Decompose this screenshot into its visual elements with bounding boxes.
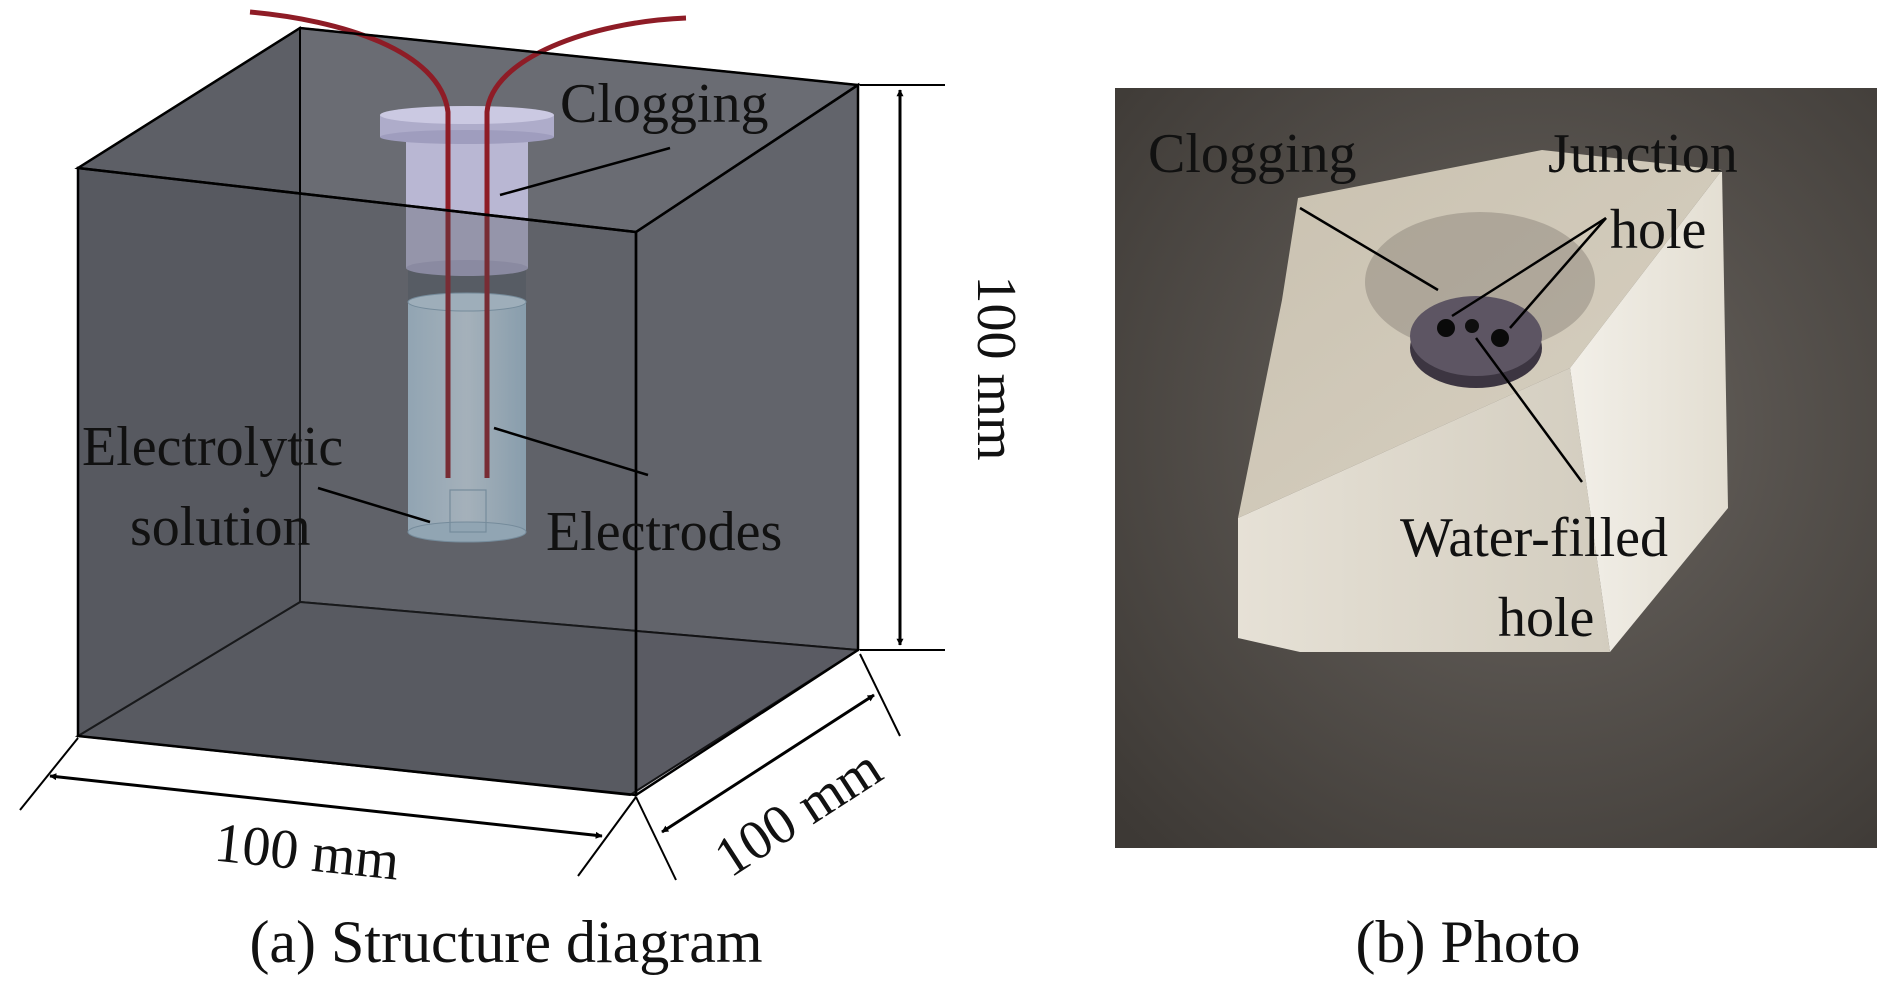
dim-width-tick-left <box>19 737 79 811</box>
structure-diagram: Clogging Electrolytic solution Electrode… <box>19 9 1027 975</box>
photo-leader-junction-left <box>1451 216 1607 318</box>
electrolyte-cylinder <box>407 268 527 543</box>
label-dim-width: 100 mm <box>212 812 403 893</box>
photo-leader-junction-right <box>1509 217 1607 329</box>
dim-width-arrow <box>49 773 603 839</box>
caption-photo: (b) Photo <box>1356 909 1581 975</box>
photo-label-junction-1: Junction <box>1548 123 1738 185</box>
caption-structure-diagram: (a) Structure diagram <box>249 909 762 975</box>
photo-label-water-filled-1: Water-filled <box>1400 507 1668 569</box>
cube-front-face <box>76 166 638 797</box>
photo-junction-hole-left <box>1437 319 1455 337</box>
dim-depth-tick-front <box>635 796 677 881</box>
photo-leader-clogging <box>1299 206 1439 292</box>
label-electrolytic-1: Electrolytic <box>82 416 343 478</box>
photo-leader-water-filled <box>1474 337 1584 483</box>
specimen-photo: Clogging Junction hole Water-filled hole… <box>1115 88 1877 975</box>
dim-depth-arrow <box>661 693 875 834</box>
dim-width-tick-right <box>577 796 637 877</box>
photo-label-water-filled-2: hole <box>1498 587 1594 649</box>
clogging-cap <box>380 106 554 276</box>
leader-electrodes <box>493 426 649 477</box>
leader-electrolytic <box>317 486 431 524</box>
label-dim-height: 100 mm <box>965 275 1027 460</box>
photo-label-junction-2: hole <box>1610 199 1706 261</box>
label-electrodes: Electrodes <box>546 501 782 563</box>
electrode-wire-right <box>484 15 687 478</box>
photo-label-clogging: Clogging <box>1148 123 1356 185</box>
label-clogging: Clogging <box>560 73 768 135</box>
cube-top-face <box>74 26 862 234</box>
photo-water-filled-hole <box>1465 319 1479 333</box>
photo-cube-right-face <box>1570 170 1728 652</box>
leader-clogging <box>499 146 671 197</box>
label-electrolytic-2: solution <box>130 496 310 558</box>
dim-depth-tick-back <box>859 653 901 737</box>
photo-junction-hole-right <box>1491 329 1509 347</box>
photo-plug-top <box>1410 296 1542 376</box>
electrode-wire-left <box>249 9 451 478</box>
label-dim-depth: 100 mm <box>704 736 893 889</box>
photo-cube-bottom-face <box>1238 368 1610 652</box>
